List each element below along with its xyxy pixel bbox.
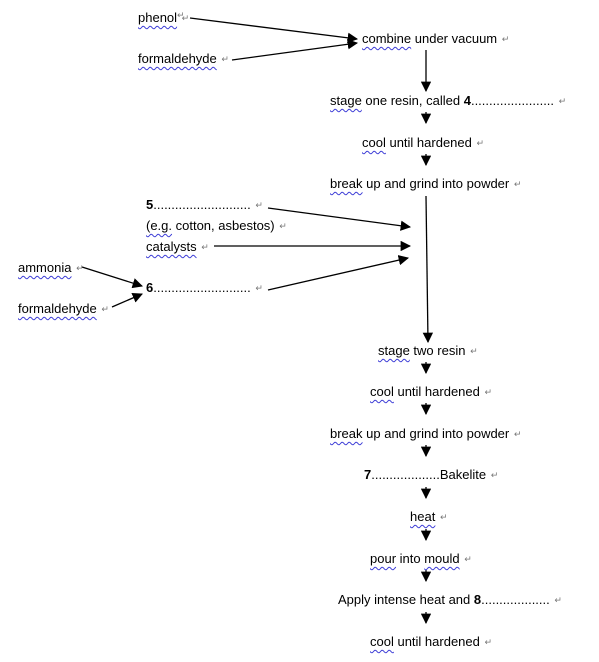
paragraph-mark: ↵ bbox=[484, 637, 493, 647]
paragraph-mark: ↵ bbox=[490, 470, 499, 480]
paragraph-mark: ↵ bbox=[279, 221, 287, 231]
ammonia-label: ammonia ↵ bbox=[18, 260, 84, 275]
apply-heat-step: Apply intense heat and 8................… bbox=[338, 592, 562, 607]
paragraph-mark: ↵ bbox=[464, 554, 472, 564]
paragraph-mark: ↵ bbox=[501, 34, 510, 44]
paragraph-mark: ↵ bbox=[255, 200, 263, 210]
break-up-step-2: break up and grind into powder ↵ bbox=[330, 426, 522, 441]
combine-step: combine under vacuum ↵ bbox=[362, 31, 510, 46]
paragraph-mark: ↵ bbox=[476, 138, 485, 148]
arrow-item5-merge bbox=[267, 207, 412, 231]
paragraph-mark: ↵ bbox=[101, 304, 109, 314]
paragraph-mark: ↵ bbox=[181, 13, 190, 23]
arrow-item6-merge bbox=[267, 255, 410, 291]
arrow-formaldehyde-combine bbox=[231, 39, 359, 61]
item-7-step: 7...................Bakelite ↵ bbox=[364, 467, 499, 482]
paragraph-mark: ↵ bbox=[221, 54, 229, 64]
paragraph-mark: ↵ bbox=[558, 96, 567, 106]
paragraph-mark: ↵ bbox=[439, 512, 448, 522]
paragraph-mark: ↵ bbox=[513, 429, 522, 439]
heat-step: heat ↵ bbox=[410, 509, 448, 524]
cool-step-3: cool until hardened ↵ bbox=[370, 634, 493, 649]
paragraph-mark: ↵ bbox=[76, 263, 84, 273]
item-6-label: 6........................... ↵ bbox=[146, 280, 263, 295]
arrow-formaldehyde-item6 bbox=[111, 292, 143, 308]
paragraph-mark: ↵ bbox=[554, 595, 562, 605]
paragraph-mark: ↵ bbox=[201, 242, 209, 252]
formaldehyde-top-label: formaldehyde ↵ bbox=[138, 51, 229, 66]
formaldehyde-left-label: formaldehyde ↵ bbox=[18, 301, 109, 316]
phenol-label: phenol↵ ↵ bbox=[138, 10, 190, 25]
cool-step-2: cool until hardened ↵ bbox=[370, 384, 493, 399]
item-5-label: 5........................... ↵ bbox=[146, 197, 263, 212]
stage-one-step: stage one resin, called 4...............… bbox=[330, 93, 567, 108]
arrow-main-line bbox=[422, 195, 434, 344]
paragraph-mark: ↵ bbox=[470, 346, 478, 356]
paragraph-mark: ↵ bbox=[255, 283, 263, 293]
example-label: (e.g. cotton, asbestos) ↵ bbox=[146, 218, 287, 233]
pour-step: pour into mould ↵ bbox=[370, 551, 472, 566]
catalysts-label: catalysts ↵ bbox=[146, 239, 209, 254]
arrow-ammonia-item6 bbox=[81, 266, 143, 289]
stage-two-step: stage two resin ↵ bbox=[378, 343, 478, 358]
paragraph-mark: ↵ bbox=[484, 387, 493, 397]
paragraph-mark: ↵ bbox=[513, 179, 522, 189]
arrow-phenol-combine bbox=[189, 17, 359, 43]
cool-step-1: cool until hardened ↵ bbox=[362, 135, 485, 150]
break-up-step-1: break up and grind into powder ↵ bbox=[330, 176, 522, 191]
